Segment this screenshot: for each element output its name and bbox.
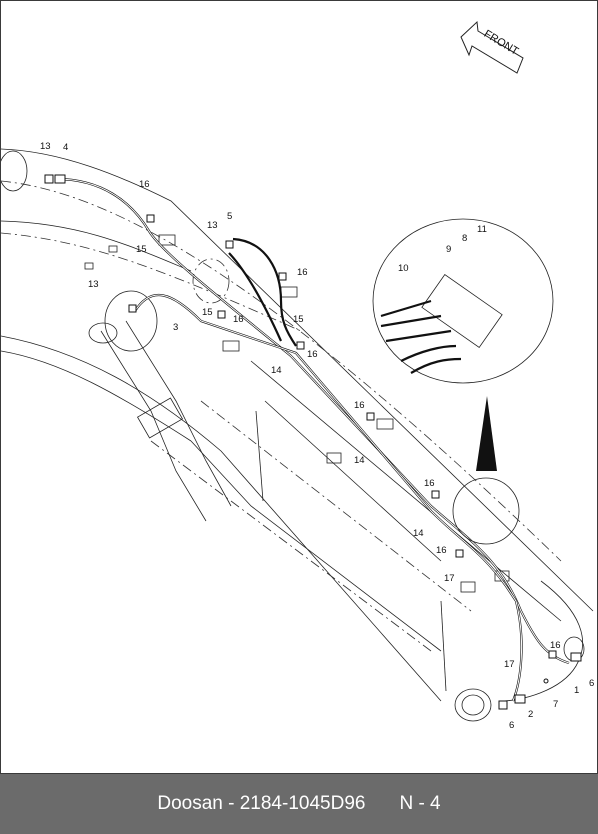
detail-view: [372, 218, 554, 545]
callout-6: 6: [589, 678, 594, 689]
callout-7: 7: [553, 699, 558, 710]
callout-9: 9: [446, 244, 451, 255]
callout-6: 6: [509, 720, 514, 731]
callout-8: 8: [462, 233, 467, 244]
callout-3: 3: [173, 322, 178, 333]
callout-15: 15: [202, 307, 213, 318]
callout-16: 16: [139, 179, 150, 190]
diagram-frame: FRONT: [0, 0, 598, 774]
callout-13: 13: [40, 141, 51, 152]
callout-16: 16: [297, 267, 308, 278]
callout-11: 11: [477, 224, 487, 235]
callout-15: 15: [136, 244, 147, 255]
callout-10: 10: [398, 263, 409, 274]
callout-1: 1: [574, 685, 579, 696]
part-number-label: Doosan - 2184-1045D96: [157, 793, 366, 814]
callout-16: 16: [354, 400, 365, 411]
callout-17: 17: [444, 573, 455, 584]
callout-16: 16: [307, 349, 318, 360]
callout-14: 14: [413, 528, 424, 539]
callout-13: 13: [88, 279, 99, 290]
callout-13: 13: [207, 220, 218, 231]
callout-14: 14: [271, 365, 282, 376]
callout-5: 5: [227, 211, 232, 222]
boom-structure: [1, 148, 594, 722]
hydraulic-hoses: [55, 177, 570, 702]
callout-16: 16: [424, 478, 435, 489]
callout-17: 17: [504, 659, 515, 670]
callout-16: 16: [436, 545, 447, 556]
hydraulic-piping-diagram: FRONT: [1, 20, 594, 731]
callout-16: 16: [233, 314, 244, 325]
callout-15: 15: [293, 314, 304, 325]
callout-4: 4: [63, 142, 68, 153]
page-number-label: N - 4: [399, 793, 441, 814]
callout-2: 2: [528, 709, 533, 720]
fittings: [44, 174, 582, 710]
front-direction-arrow: FRONT: [460, 20, 524, 74]
callout-16: 16: [550, 640, 561, 651]
callout-14: 14: [354, 455, 365, 466]
footer-bar: Doosan - 2184-1045D96 N - 4: [0, 774, 598, 834]
